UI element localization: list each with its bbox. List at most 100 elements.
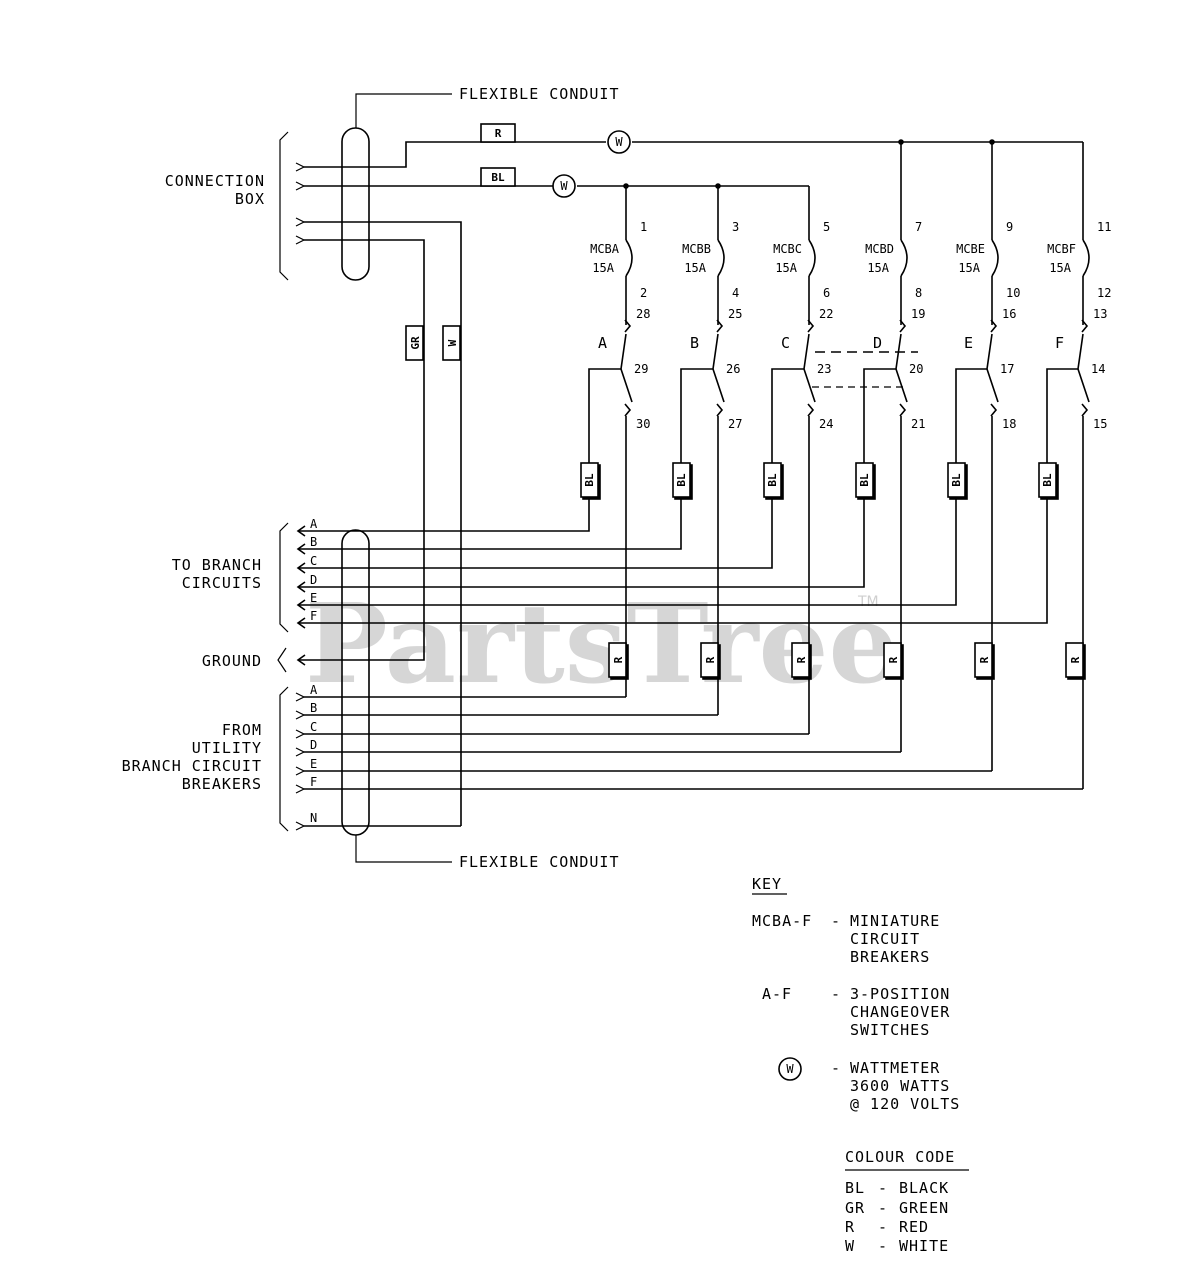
connection-box-arrows <box>295 162 306 245</box>
tag-red-1 <box>700 642 719 678</box>
key-sw-code: A-F <box>762 985 792 1003</box>
connection-box-line2: BOX <box>235 190 265 208</box>
breaker-name: MCBA <box>590 242 620 256</box>
utility-label-line2: UTILITY <box>192 739 262 757</box>
switch-terminal-2: 26 <box>726 362 740 376</box>
breaker-bottom-terminal: 12 <box>1097 286 1111 300</box>
tag-red-text: R <box>1069 656 1082 663</box>
switch-name: D <box>873 334 883 352</box>
breaker-rating: 15A <box>684 261 706 275</box>
breaker-bottom-terminal: 4 <box>732 286 739 300</box>
colour-code-2-name: RED <box>899 1218 929 1236</box>
utility-letter: A <box>310 683 318 697</box>
switch-terminal-3: 30 <box>636 417 650 431</box>
breaker-top-terminal: 5 <box>823 220 830 234</box>
utility-letter: F <box>310 775 317 789</box>
switch-blade <box>1077 333 1084 370</box>
switch-terminal-1: 16 <box>1002 307 1016 321</box>
branch-letter: D <box>310 573 317 587</box>
utility-bracket <box>279 686 289 832</box>
breaker-name: MCBC <box>773 242 802 256</box>
tag-black-0 <box>580 462 599 498</box>
breaker-bottom-terminal: 6 <box>823 286 830 300</box>
key-legend: KEY MCBA-F - MINIATURE CIRCUIT BREAKERS … <box>752 875 959 1113</box>
key-sw-line2: CHANGEOVER <box>850 1003 950 1021</box>
switch-terminal-3: 21 <box>911 417 925 431</box>
breaker-bottom-terminal: 2 <box>640 286 647 300</box>
connection-box-bracket <box>279 131 289 281</box>
key-mcb-line1: MINIATURE <box>850 912 940 930</box>
breaker-bottom-terminal: 8 <box>915 286 922 300</box>
key-sw-line3: SWITCHES <box>850 1021 930 1039</box>
utility-letter: C <box>310 720 317 734</box>
breaker-rating: 15A <box>775 261 797 275</box>
tag-green <box>405 325 424 361</box>
switch-blade <box>712 333 719 370</box>
switch-terminal-3: 18 <box>1002 417 1016 431</box>
switch-name: F <box>1055 334 1065 352</box>
breaker-arc <box>808 239 816 277</box>
breaker-rating: 15A <box>1049 261 1071 275</box>
key-watt-dash: - <box>831 1059 841 1077</box>
utility-label-line3: BRANCH CIRCUIT <box>122 757 262 775</box>
breaker-top-terminal: 3 <box>732 220 739 234</box>
tag-black-text: BL <box>766 473 779 487</box>
breaker-top-terminal: 9 <box>1006 220 1013 234</box>
colour-code-1-dash: - <box>878 1199 888 1217</box>
green-ground-wire <box>298 239 425 661</box>
connection-box-line1: CONNECTION <box>165 172 265 190</box>
wattmeter-red-symbol: W <box>615 135 623 149</box>
tag-white <box>442 325 461 361</box>
breaker-name: MCBB <box>682 242 711 256</box>
switch-terminal-1: 22 <box>819 307 833 321</box>
conduit-bottom-leader <box>355 835 452 863</box>
branch-letter: F <box>310 609 317 623</box>
key-mcb-code: MCBA-F <box>752 912 812 930</box>
tag-black-5 <box>1038 462 1057 498</box>
switch-terminal-3: 15 <box>1093 417 1107 431</box>
branch-letter: B <box>310 535 317 549</box>
breaker-bottom-terminal: 10 <box>1006 286 1020 300</box>
utility-label-line4: BREAKERS <box>182 775 262 793</box>
switch-terminal-2: 14 <box>1091 362 1105 376</box>
switch-name: E <box>964 334 974 352</box>
ground-label: GROUND <box>202 652 262 670</box>
utility-letter: E <box>310 757 317 771</box>
key-mcb-dash: - <box>831 912 841 930</box>
breaker-arc <box>1082 239 1090 277</box>
branch-label-line2: CIRCUITS <box>182 574 262 592</box>
tag-black-3 <box>855 462 874 498</box>
breaker-rating: 15A <box>592 261 614 275</box>
branch-letter: C <box>310 554 317 568</box>
key-mcb-line2: CIRCUIT <box>850 930 920 948</box>
tag-red-text: R <box>795 656 808 663</box>
colour-code-3-dash: - <box>878 1237 888 1255</box>
colour-code-0-name: BLACK <box>899 1179 949 1197</box>
branch-wire <box>298 368 987 606</box>
tag-black-text: BL <box>858 473 871 487</box>
breaker-arc <box>717 239 725 277</box>
key-sw-dash: - <box>831 985 841 1003</box>
tag-black-text: BL <box>950 473 963 487</box>
tag-red-main <box>480 123 516 143</box>
colour-code-1-code: GR <box>845 1199 865 1217</box>
tag-black-text: BL <box>583 473 596 487</box>
tag-red-0 <box>608 642 627 678</box>
switch-name: A <box>598 334 608 352</box>
conduit-bottom-label: FLEXIBLE CONDUIT <box>459 853 620 871</box>
breaker-rating: 15A <box>958 261 980 275</box>
white-neutral-wire <box>304 221 462 826</box>
key-wattmeter-icon <box>778 1057 802 1081</box>
breaker-arc <box>625 239 633 277</box>
tag-black-text: BL <box>675 473 688 487</box>
tag-black-main-text: BL <box>491 171 505 184</box>
branch-wire <box>298 368 713 550</box>
branch-letter: A <box>310 517 318 531</box>
breaker-top-terminal: 1 <box>640 220 647 234</box>
switch-terminal-1: 25 <box>728 307 742 321</box>
side-labels: FLEXIBLE CONDUIT FLEXIBLE CONDUIT CONNEC… <box>122 85 620 871</box>
tag-red-text: R <box>704 656 717 663</box>
circuit-groups: BLRMCBA15A12A282930AABLRMCBB15A34B252627… <box>295 142 1111 794</box>
